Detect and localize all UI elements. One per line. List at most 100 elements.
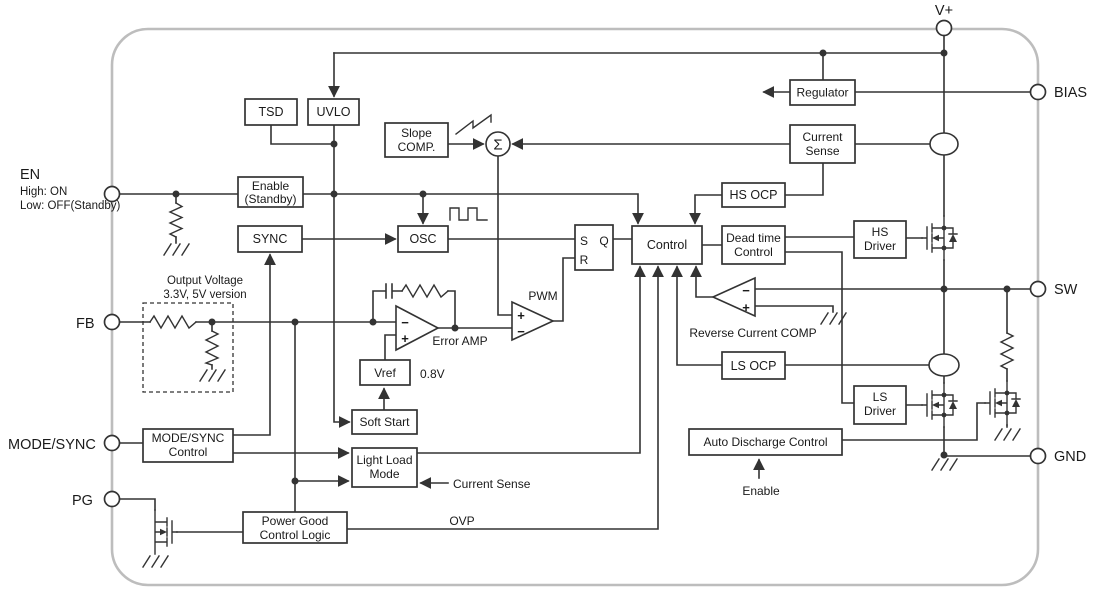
pin-label-mode-sync: MODE/SYNC [8, 437, 96, 453]
discharge-mosfet [984, 380, 1021, 426]
pin-label-vplus: V+ [935, 3, 953, 19]
block-slope-comp: Slope COMP. [384, 122, 449, 158]
error-amp: − + [395, 304, 440, 352]
reverse-current-comp-label: Reverse Current COMP [689, 326, 816, 340]
ovp-label: OVP [449, 514, 474, 528]
vref-value-label: 0.8V [420, 367, 445, 381]
latch-s: S [580, 234, 588, 248]
reverse-current-comparator: − + [711, 276, 756, 318]
sigma-symbol: Σ [493, 137, 502, 154]
pwm-plus: + [517, 308, 525, 323]
block-label: Control Logic [260, 528, 331, 542]
block-light-load-mode: Light Load Mode [351, 447, 418, 488]
block-current-sense: Current Sense [789, 124, 856, 164]
block-label: MODE/SYNC [152, 431, 225, 445]
block-label: COMP. [398, 140, 436, 154]
block-label: OSC [409, 232, 436, 246]
block-hs-driver: HS Driver [853, 220, 907, 259]
block-ls-driver: LS Driver [853, 385, 907, 425]
block-mode-sync-control: MODE/SYNC Control [142, 428, 234, 463]
error-amp-label: Error AMP [432, 334, 487, 348]
pin-fb: FB [76, 313, 121, 332]
rcc-minus: − [742, 283, 750, 298]
block-label: Mode [369, 467, 399, 481]
pg-open-drain-mosfet [154, 509, 178, 555]
pin-en: EN High: ON Low: OFF(Standby) [20, 167, 121, 212]
pwm-label: PWM [528, 289, 557, 303]
block-hs-ocp: HS OCP [721, 182, 786, 208]
block-label: Control [647, 238, 687, 252]
current-sense-note: Current Sense [453, 477, 531, 491]
block-label: Sense [805, 144, 839, 158]
block-label: SYNC [253, 232, 288, 246]
block-uvlo: UVLO [307, 98, 360, 126]
pwm-minus: − [517, 324, 525, 339]
en-low-note: Low: OFF(Standby) [20, 200, 121, 212]
block-enable-standby: Enable (Standby) [237, 176, 304, 208]
block-auto-discharge-control: Auto Discharge Control [688, 428, 843, 456]
block-label: LS OCP [731, 359, 777, 373]
pin-label-fb: FB [76, 316, 95, 332]
block-label: Control [734, 245, 773, 259]
block-tsd: TSD [244, 98, 298, 126]
pin-label-bias: BIAS [1054, 85, 1087, 101]
output-voltage-note: 3.3V, 5V version [163, 289, 246, 301]
block-ls-ocp: LS OCP [721, 351, 786, 380]
pin-vplus: V+ [935, 3, 953, 37]
block-label: Control [169, 445, 208, 459]
block-power-good-control-logic: Power Good Control Logic [242, 511, 348, 544]
pwm-comparator: + − [511, 300, 555, 342]
block-label: Regulator [796, 86, 848, 100]
block-label: HS [872, 225, 889, 239]
block-label: LS [873, 390, 888, 404]
block-label: Driver [864, 239, 896, 253]
pin-label-en: EN [20, 167, 40, 183]
pin-bias: BIAS [1029, 83, 1087, 101]
block-sr-latch: S Q R [574, 224, 614, 271]
latch-r: R [580, 253, 589, 267]
external-divider-box [142, 302, 234, 393]
rcc-plus: + [742, 300, 750, 315]
pin-label-pg: PG [72, 493, 93, 509]
wires [119, 35, 1031, 533]
block-regulator: Regulator [789, 79, 856, 106]
pin-sw: SW [1029, 280, 1078, 298]
ic-boundary [110, 27, 1040, 587]
summing-node: Σ [485, 131, 511, 157]
block-label: Auto Discharge Control [703, 435, 827, 449]
en-high-note: High: ON [20, 186, 67, 198]
block-label: HS OCP [730, 188, 778, 202]
sawtooth-waveform-icon [455, 113, 492, 135]
block-control: Control [631, 225, 703, 265]
pin-label-sw: SW [1054, 282, 1078, 298]
block-label: Dead time [726, 231, 781, 245]
enable-note: Enable [742, 484, 780, 498]
pin-mode-sync: MODE/SYNC [8, 434, 121, 453]
high-side-mosfet [921, 215, 958, 261]
block-label: Light Load [356, 453, 412, 467]
hs-current-sense-element [929, 132, 959, 156]
error-amp-plus: + [401, 331, 409, 346]
output-voltage-note: Output Voltage [167, 275, 243, 287]
block-label: Vref [374, 366, 396, 380]
block-label: (Standby) [244, 192, 296, 206]
pin-label-gnd: GND [1054, 449, 1086, 465]
block-label: Soft Start [359, 415, 410, 429]
block-label: Power Good [262, 514, 329, 528]
pin-pg: PG [72, 490, 121, 509]
pin-gnd: GND [1029, 447, 1086, 465]
block-label: Current [802, 130, 843, 144]
block-label: Slope [401, 126, 432, 140]
junction-dots [172, 49, 1011, 485]
block-label: UVLO [316, 105, 350, 119]
block-osc: OSC [397, 225, 449, 253]
block-vref: Vref [359, 359, 411, 386]
ls-current-sense-element [928, 353, 960, 377]
error-amp-minus: − [401, 315, 409, 330]
squarewave-waveform-icon [449, 207, 488, 221]
block-label: Enable [252, 179, 290, 193]
block-label: TSD [259, 105, 284, 119]
block-soft-start: Soft Start [351, 409, 418, 435]
